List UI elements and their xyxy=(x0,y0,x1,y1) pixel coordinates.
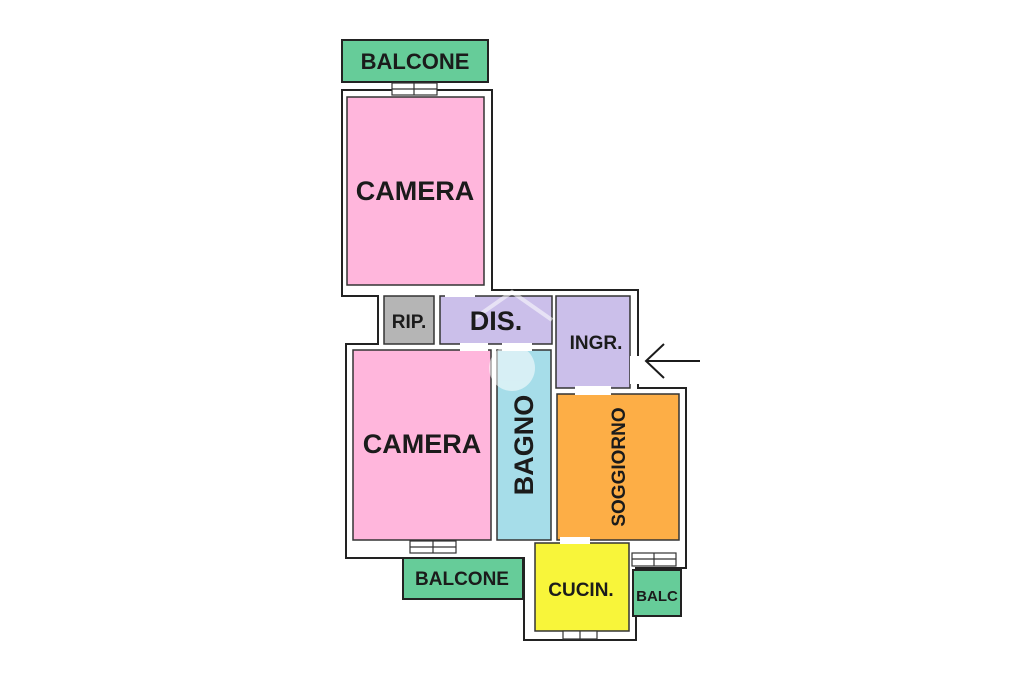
room-ripostiglio xyxy=(383,295,435,345)
label-dis: DIS. xyxy=(470,306,523,336)
label-ingr: INGR. xyxy=(570,333,623,354)
label-balc: BALC xyxy=(636,588,678,605)
label-soggiorno: SOGGIORNO xyxy=(609,407,630,526)
window-cucina xyxy=(562,630,598,640)
room-camera-bottom xyxy=(352,349,492,541)
room-ingresso xyxy=(555,295,631,389)
window-soggiorno xyxy=(631,552,677,567)
window-top xyxy=(391,82,438,96)
balcony-top xyxy=(341,39,489,83)
entrance-arrow-icon xyxy=(644,343,700,379)
window-camera-bottom xyxy=(409,540,457,554)
watermark xyxy=(470,289,554,391)
room-soggiorno xyxy=(556,393,680,541)
balcony-small xyxy=(632,569,682,617)
room-camera-top xyxy=(346,96,485,286)
label-bagno: BAGNO xyxy=(509,395,539,496)
label-cucina: CUCIN. xyxy=(548,580,613,601)
balcony-bottom xyxy=(402,557,524,600)
label-camera-top: CAMERA xyxy=(356,176,475,206)
label-balcone-top: BALCONE xyxy=(361,49,470,74)
label-balcone-bottom: BALCONE xyxy=(415,569,509,590)
label-camera-bottom: CAMERA xyxy=(363,429,482,459)
label-rip: RIP. xyxy=(392,312,427,333)
